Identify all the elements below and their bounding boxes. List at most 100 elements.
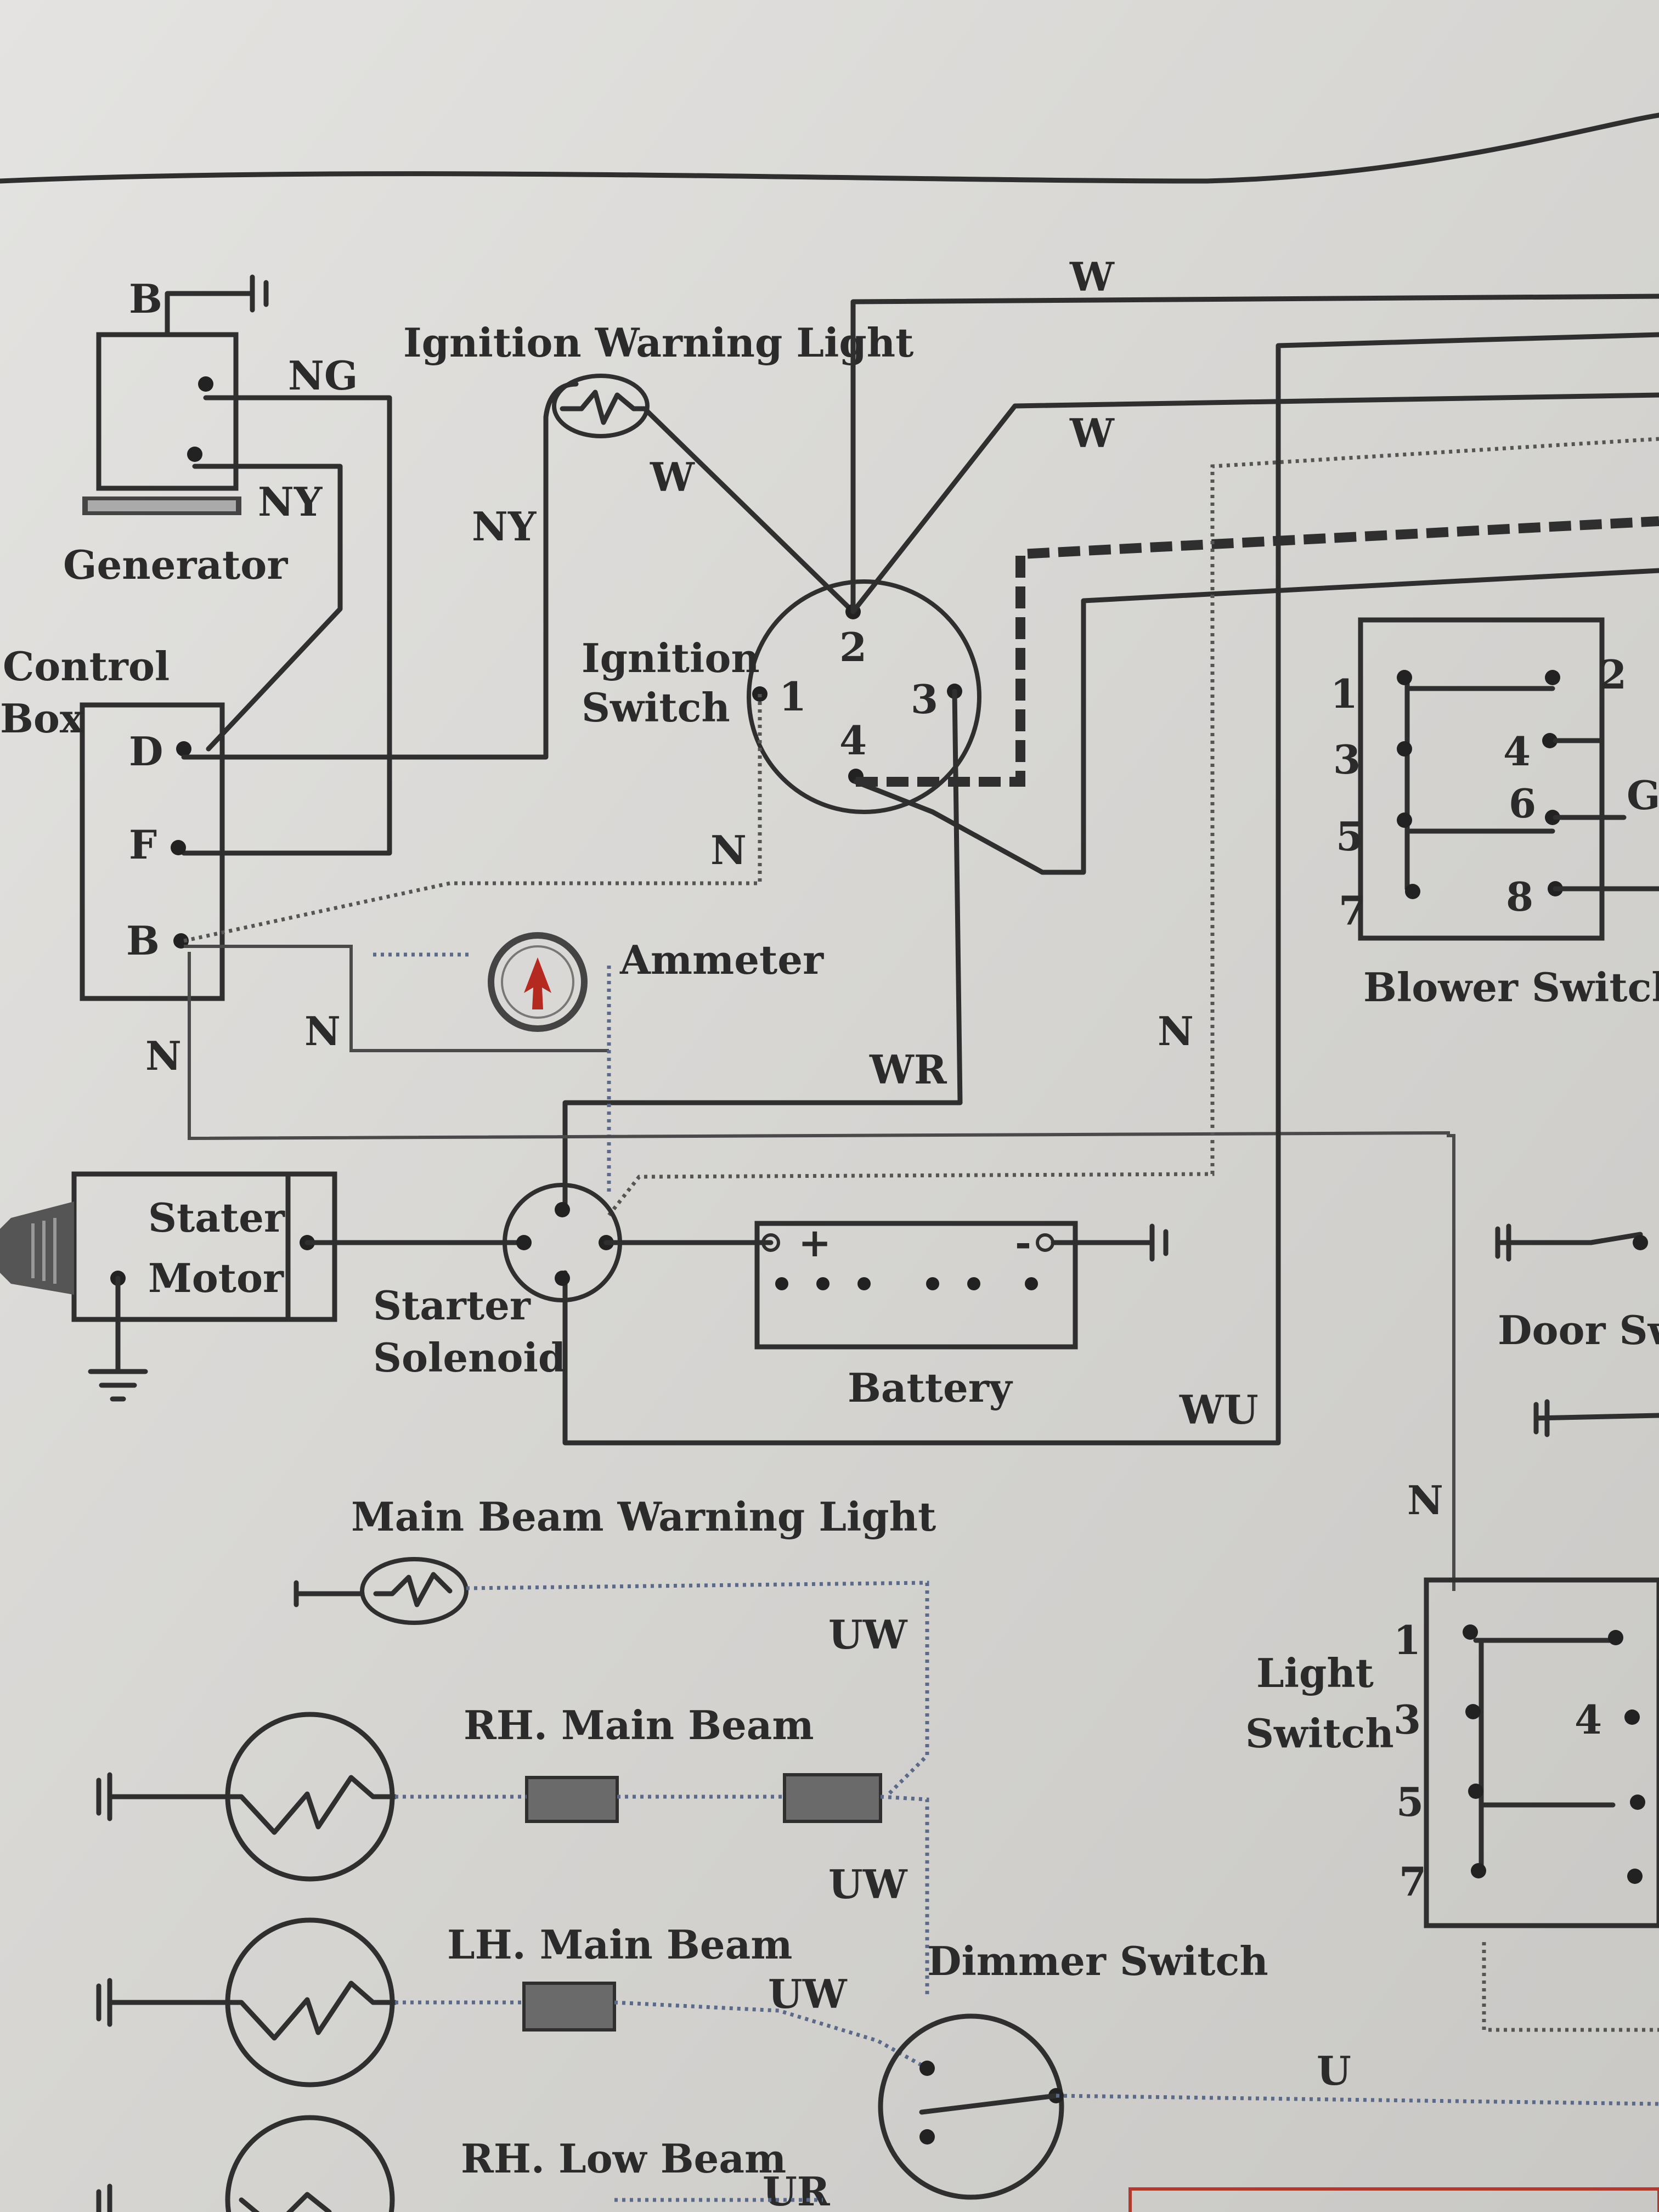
wire-label-w-top2: W xyxy=(1069,410,1115,456)
wire-ng xyxy=(181,395,392,856)
rh-main-beam: RH. Main Beam xyxy=(96,1702,882,1882)
ignition-warning-light: Ignition Warning Light xyxy=(403,319,913,438)
control-box-f-label: F xyxy=(129,821,157,868)
blower-t2-label: 2 xyxy=(1599,651,1627,698)
door-switch: Door Sw xyxy=(1495,1223,1659,1437)
control-box-label-1: Control xyxy=(3,643,170,690)
wire-n-mid xyxy=(607,437,1659,1217)
light-switch-label-2: Switch xyxy=(1245,1710,1394,1757)
wire-u xyxy=(1056,2094,1659,2106)
light-t4-label: 4 xyxy=(1575,1696,1602,1743)
ammeter: Ammeter xyxy=(488,932,824,1032)
light-t5-label: 5 xyxy=(1396,1779,1424,1825)
light-switch-label-1: Light xyxy=(1256,1650,1374,1696)
ign-t1-label: 1 xyxy=(779,673,806,720)
rh-main-beam-label: RH. Main Beam xyxy=(464,1702,814,1748)
blower-t6-label: 6 xyxy=(1509,780,1536,827)
wire-label-uw-3: UW xyxy=(768,1971,848,2017)
light-t7-label: 7 xyxy=(1399,1858,1426,1905)
wire-ny-gen xyxy=(192,464,343,752)
blower-switch-label: Blower Switch xyxy=(1363,964,1659,1011)
wire-w-ign xyxy=(642,406,856,614)
wire-label-w-ign: W xyxy=(650,454,695,500)
wire-w-top1 xyxy=(850,294,1659,614)
dimmer-switch-label: Dimmer Switch xyxy=(927,1938,1268,1984)
blower-t8-label: 8 xyxy=(1506,873,1533,920)
battery-plus-label: + xyxy=(798,1219,831,1266)
wire-label-uw-2: UW xyxy=(828,1861,908,1908)
rh-low-beam: RH. Low Beam xyxy=(96,2115,786,2212)
wire-label-ny-ign: NY xyxy=(472,503,537,550)
ignition-switch-label-1: Ignition xyxy=(582,635,760,681)
blower-t4-label: 4 xyxy=(1503,728,1531,775)
wire-label-uw-1: UW xyxy=(828,1611,908,1658)
wire-label-ur: UR xyxy=(763,2168,831,2212)
wire-label-n-mid: N xyxy=(1158,1008,1194,1054)
ignition-switch: 2 1 3 4 Ignition Switch xyxy=(582,579,981,814)
wire-label-w-top1: W xyxy=(1069,253,1115,300)
wire-rh-main xyxy=(395,1795,929,1997)
wire-n-ctrl-b xyxy=(188,952,1455,1591)
wire-light-switch-dashed xyxy=(1482,1942,1659,2032)
door-switch-label: Door Sw xyxy=(1498,1307,1659,1353)
battery: + - Battery xyxy=(754,1219,1169,1411)
wire-ammeter-dots xyxy=(373,952,611,1196)
wire-label-wu: WU xyxy=(1179,1386,1259,1433)
generator-label: Generator xyxy=(63,541,288,588)
starter-solenoid-label-1: Starter xyxy=(373,1282,531,1329)
red-border-box xyxy=(1128,2187,1659,2212)
lh-main-beam: LH. Main Beam xyxy=(96,1917,792,2087)
wire-ign4-blower xyxy=(853,568,1659,875)
blower-t5-label: 5 xyxy=(1336,813,1363,860)
ignition-switch-label-2: Switch xyxy=(582,684,730,731)
lh-main-beam-label: LH. Main Beam xyxy=(447,1921,792,1968)
ign-t3-label: 3 xyxy=(911,676,938,723)
ign-t4-label: 4 xyxy=(839,717,867,764)
control-box-b-label: B xyxy=(126,917,160,964)
wire-dashed xyxy=(856,516,1659,787)
main-beam-warning-light: Main Beam Warning Light xyxy=(294,1493,936,1625)
wire-w-top2 xyxy=(850,392,1659,614)
light-t1-label: 1 xyxy=(1393,1617,1421,1663)
stater-motor: Stater Motor xyxy=(0,1171,337,1402)
control-box-d-label: D xyxy=(129,728,163,775)
wire-label-ng: NG xyxy=(288,352,358,399)
light-t3-label: 3 xyxy=(1393,1696,1421,1743)
battery-label: Battery xyxy=(848,1364,1013,1411)
blower-t7-label: 7 xyxy=(1339,887,1366,934)
dimmer-switch: Dimmer Switch xyxy=(878,1938,1268,2200)
blower-g-label: G xyxy=(1627,772,1659,819)
wire-wr xyxy=(562,689,963,1210)
battery-minus-label: - xyxy=(1015,1219,1031,1266)
ignition-warning-light-label: Ignition Warning Light xyxy=(403,319,913,366)
wire-label-wr: WR xyxy=(869,1046,947,1093)
control-box: Control Box D F B xyxy=(0,643,225,1001)
wire-n-ign xyxy=(183,694,762,943)
control-box-label-2: Box xyxy=(0,695,84,742)
blower-t3-label: 3 xyxy=(1333,736,1361,783)
wire-wu xyxy=(562,332,1659,1446)
blower-switch: 1 2 3 4 5 6 7 8 G Blower Switch xyxy=(1330,617,1659,1011)
wire-label-n-ign: N xyxy=(710,827,747,873)
generator: B Generator xyxy=(63,274,288,588)
stater-motor-label-2: Motor xyxy=(148,1255,284,1301)
wire-label-n-ammeter: N xyxy=(304,1008,341,1054)
wire-label-u: U xyxy=(1317,2047,1351,2094)
main-beam-warning-light-label: Main Beam Warning Light xyxy=(351,1493,936,1540)
stater-motor-label-1: Stater xyxy=(148,1194,285,1241)
wire-label-n-ctrl-b: N xyxy=(145,1032,182,1079)
wire-uw-warning xyxy=(466,1581,929,1796)
wire-label-n-right: N xyxy=(1407,1477,1443,1523)
starter-solenoid-label-2: Solenoid xyxy=(373,1334,566,1381)
blower-t1-label: 1 xyxy=(1330,670,1358,717)
wire-label-ny-gen: NY xyxy=(258,478,323,525)
rh-low-beam-label: RH. Low Beam xyxy=(461,2135,786,2182)
ign-t2-label: 2 xyxy=(839,624,867,670)
generator-b-label: B xyxy=(129,275,162,322)
ammeter-label: Ammeter xyxy=(619,936,824,983)
light-switch: 1 3 4 5 7 Light Switch xyxy=(1245,1577,1659,1928)
page-border-line xyxy=(0,112,1659,184)
wire-ammeter-left xyxy=(184,945,609,1052)
